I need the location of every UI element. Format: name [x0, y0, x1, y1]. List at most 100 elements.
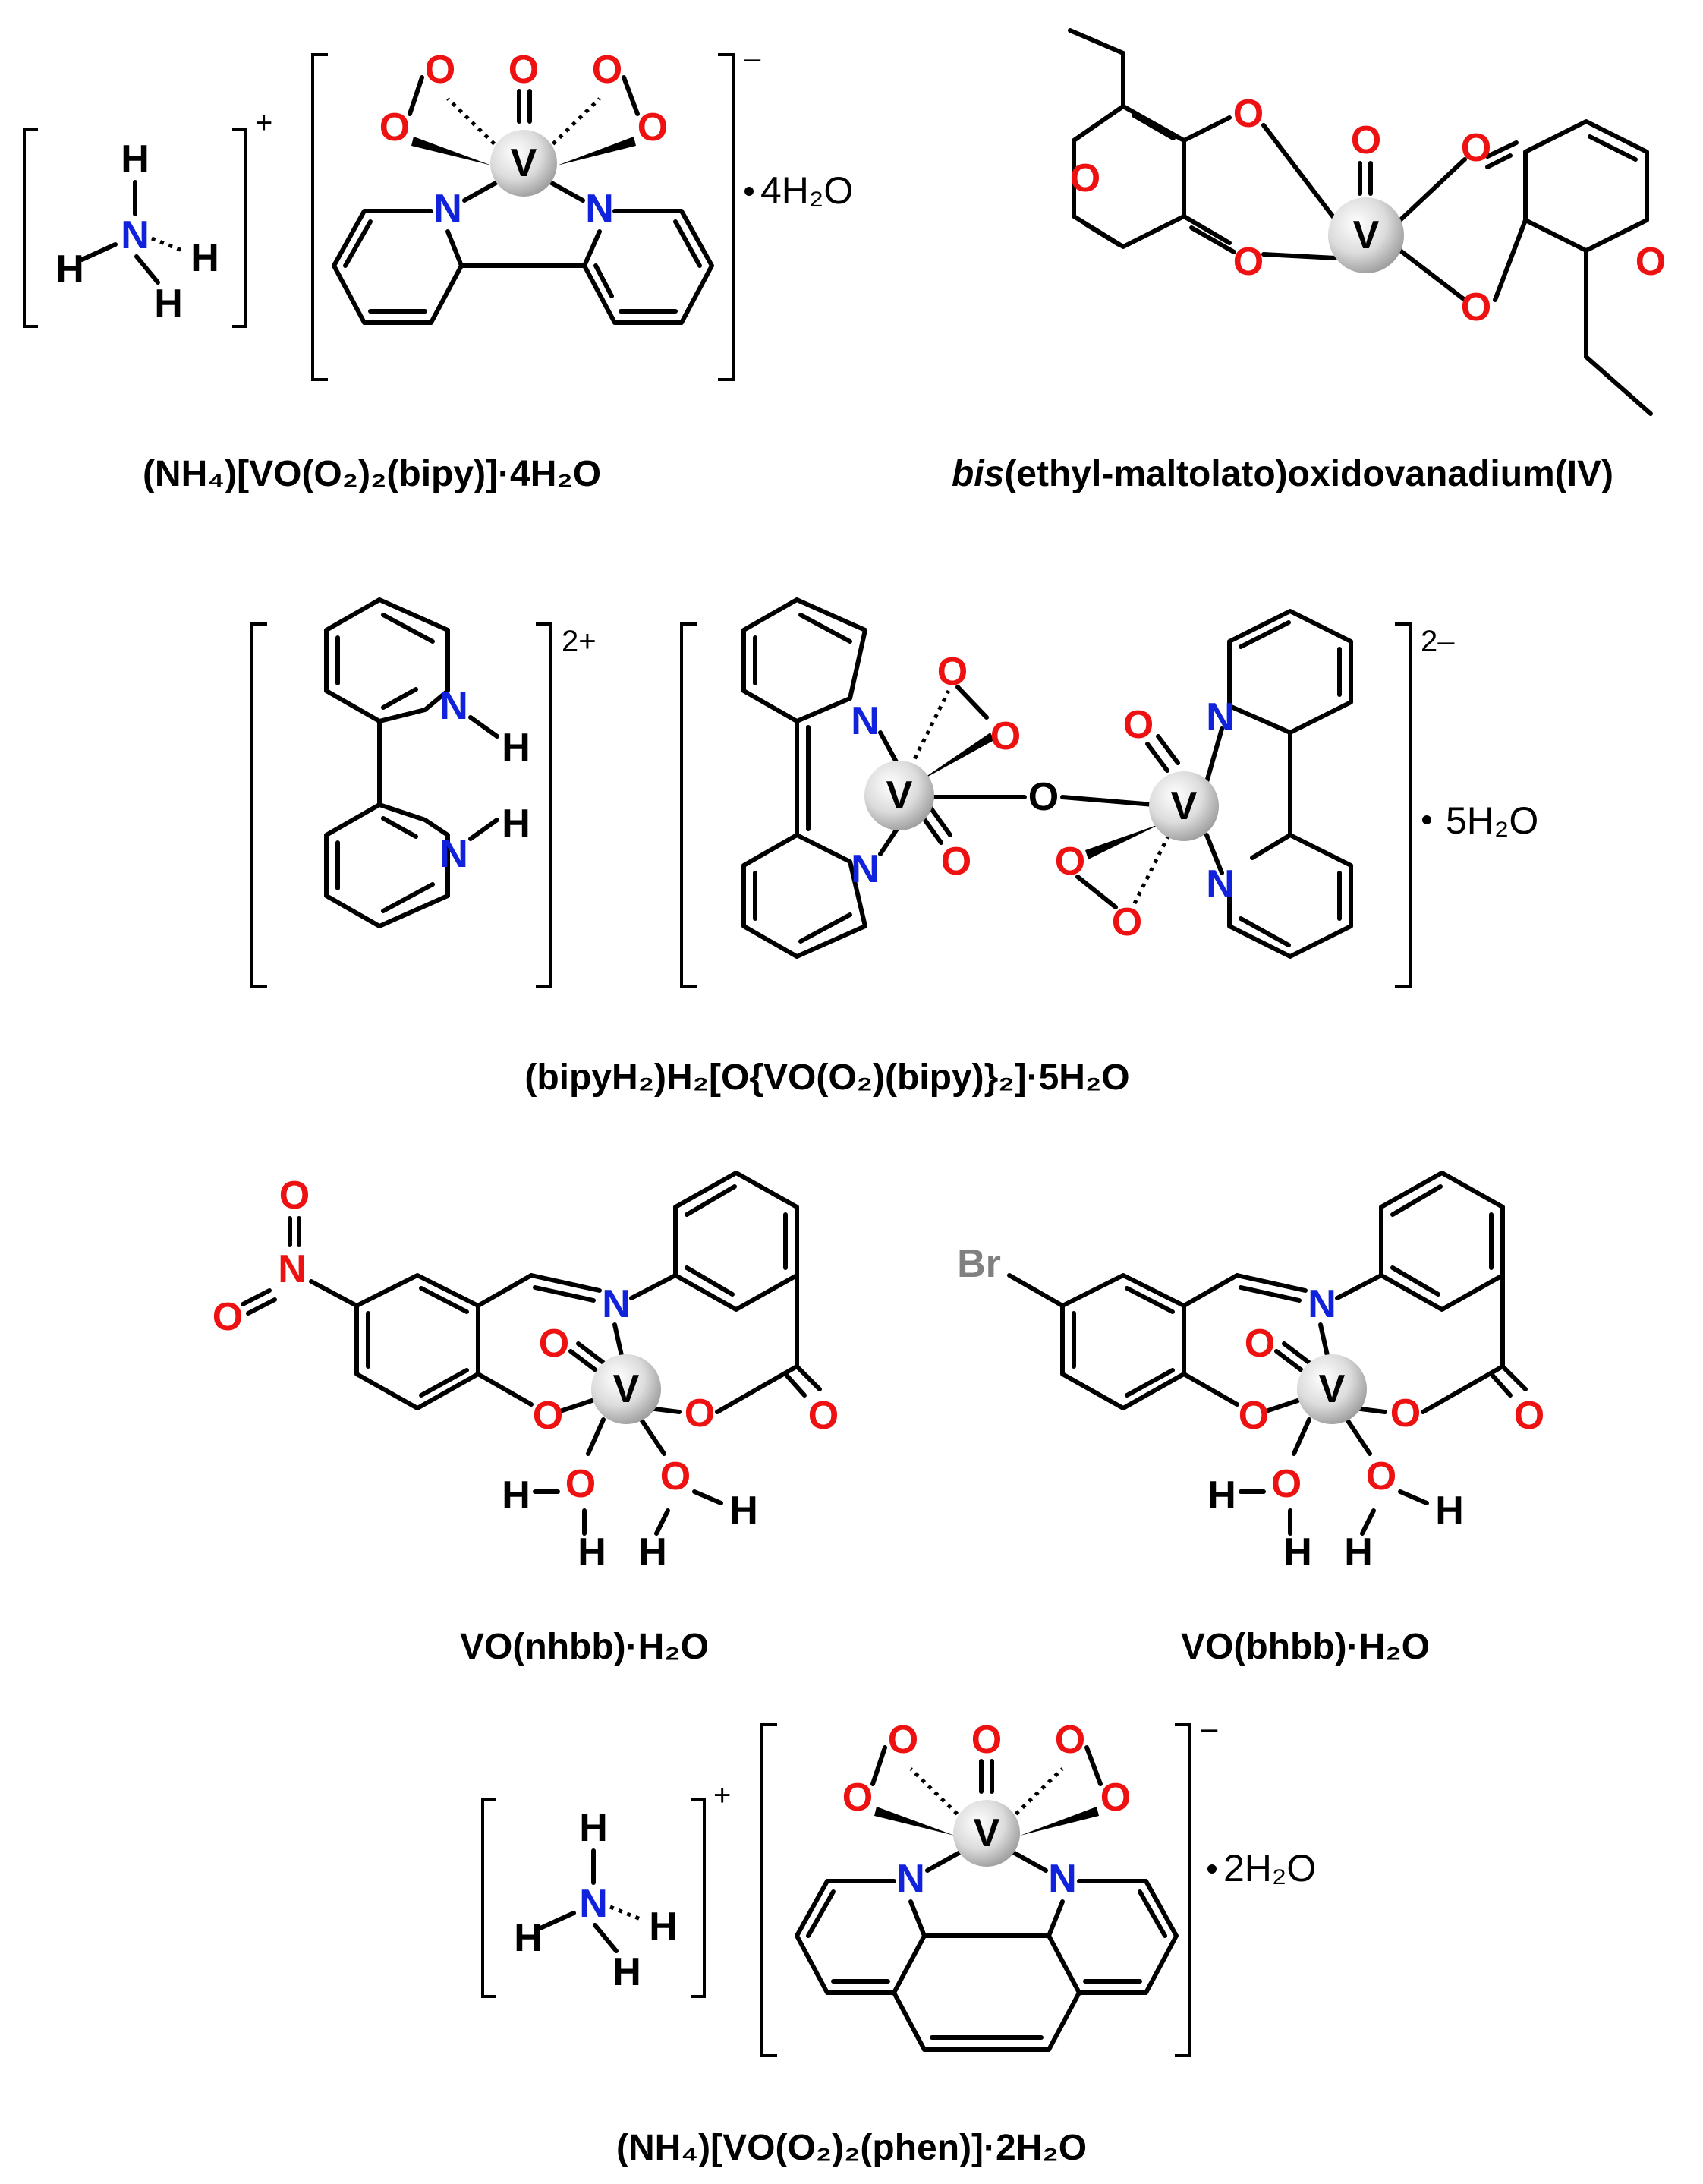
bipy-n: N: [1206, 862, 1235, 906]
peroxo-o: O: [637, 106, 668, 150]
charge-minus: –: [1201, 1712, 1218, 1745]
ammonium-h: H: [190, 236, 219, 280]
peroxo-o: O: [937, 650, 968, 694]
ligand-o: O: [1233, 240, 1264, 284]
vanadium-label: V: [511, 141, 537, 185]
caption-2: bis(ethyl-maltolato)oxidovanadium(IV): [952, 454, 1613, 494]
bipy-n: N: [851, 847, 880, 891]
water-o: O: [660, 1454, 691, 1499]
ammonium-h: H: [121, 137, 150, 181]
caption-3: (bipyH₂)H₂[O{VO(O₂)(bipy)}₂]·5H₂O: [524, 1057, 1129, 1098]
bipy-n: N: [1206, 695, 1235, 739]
water-h: H: [1435, 1489, 1464, 1533]
caption-4: VO(nhbb)·H₂O: [460, 1627, 709, 1667]
peroxo-o: O: [1112, 900, 1142, 944]
vanadium-label: V: [613, 1367, 640, 1411]
oxo-o: O: [539, 1322, 569, 1366]
oxo-o: O: [1123, 703, 1154, 747]
peroxo-o: O: [990, 714, 1021, 758]
peroxo-o: O: [888, 1718, 918, 1762]
charge-2minus: 2–: [1421, 625, 1455, 658]
phenolate-o: O: [533, 1394, 563, 1438]
bipyh2-n: N: [439, 684, 468, 728]
carboxylate-o: O: [685, 1391, 715, 1436]
peroxo-o: O: [1055, 840, 1085, 884]
structure-bipyH2-dimer: 2+ N N H H 2–: [250, 597, 1538, 988]
oxo-o: O: [1351, 118, 1381, 162]
oxo-o: O: [971, 1718, 1002, 1762]
oxo-o: O: [1245, 1322, 1275, 1366]
vanadium-atom: [1328, 197, 1404, 273]
charge-plus: +: [713, 1779, 731, 1812]
vanadium-atom: [1297, 1354, 1367, 1424]
vanadium-atom: [490, 130, 557, 197]
ligand-o: O: [1461, 285, 1491, 329]
bipy-n: N: [433, 187, 462, 231]
bipyh2-h: H: [502, 726, 530, 770]
bipy-n: N: [851, 699, 880, 743]
water-count: 4H₂O: [760, 169, 853, 212]
structure-bis-ethyl-maltolato: O O O O O O O V: [1068, 28, 1666, 416]
nitro-o: O: [212, 1295, 243, 1339]
phen-n: N: [1048, 1857, 1077, 1901]
bipyh2-n: N: [439, 832, 468, 876]
water-h: H: [729, 1489, 758, 1533]
water-h: H: [1283, 1530, 1312, 1574]
phenolate-o: O: [1239, 1394, 1269, 1438]
structure-nh4-vo-o2-2-phen: + H N H H H – O O O: [481, 1712, 1316, 2057]
structure-nh4-vo-o2-2-bipy: + H N H H H – O O: [23, 42, 853, 381]
water-h: H: [1344, 1530, 1373, 1574]
ligand-o: O: [1233, 92, 1264, 136]
vanadium-label: V: [886, 774, 913, 818]
ring-o: O: [1070, 156, 1100, 200]
water-o: O: [1271, 1462, 1302, 1506]
imine-n: N: [1308, 1282, 1336, 1326]
ammonium-h: H: [579, 1806, 608, 1850]
vanadium-atom: [953, 1800, 1020, 1867]
peroxo-o: O: [1100, 1776, 1131, 1820]
carboxylate-o: O: [1390, 1391, 1421, 1436]
caption-2-rest: (ethyl-maltolato)oxidovanadium(IV): [1004, 454, 1613, 494]
peroxo-o: O: [425, 48, 455, 92]
nitro-o: O: [279, 1174, 310, 1218]
ammonium-h: H: [514, 1916, 543, 1960]
water-h: H: [1207, 1473, 1236, 1517]
caption-5: VO(bhbb)·H₂O: [1181, 1627, 1430, 1667]
ligand-o: O: [1461, 126, 1491, 170]
water-o: O: [565, 1462, 596, 1506]
structure-vo-bhbb: Br N O O O O O O H H H H V: [957, 1171, 1544, 1574]
bipyh2-h: H: [502, 802, 530, 846]
caption-6: (NH₄)[VO(O₂)₂(phen)]·2H₂O: [616, 2128, 1087, 2168]
vanadium-label: V: [1353, 213, 1380, 257]
water-h: H: [638, 1530, 667, 1574]
bipy-n: N: [585, 187, 614, 231]
water-o: O: [1366, 1454, 1396, 1499]
ring-o: O: [1635, 240, 1666, 284]
peroxo-o: O: [1055, 1718, 1085, 1762]
ammonium-h: H: [55, 247, 84, 292]
charge-plus: +: [255, 106, 272, 140]
bridging-o: O: [1028, 775, 1059, 819]
peroxo-o: O: [842, 1776, 873, 1820]
imine-n: N: [602, 1282, 631, 1326]
vanadium-atom: [864, 761, 934, 830]
peroxo-o: O: [592, 48, 622, 92]
ammonium-h: H: [154, 282, 183, 326]
water-h: H: [578, 1530, 606, 1574]
oxo-o: O: [508, 48, 539, 92]
caption-1: (NH₄)[VO(O₂)₂(bipy)]·4H₂O: [143, 454, 601, 494]
oxo-o: O: [941, 840, 971, 884]
water-count: 2H₂O: [1223, 1847, 1316, 1889]
carbonyl-o: O: [1514, 1394, 1544, 1438]
ammonium-h: H: [649, 1905, 678, 1949]
peroxo-o: O: [379, 106, 410, 150]
bromine: Br: [957, 1242, 1001, 1286]
water-h: H: [502, 1473, 530, 1517]
charge-2plus: 2+: [562, 625, 597, 658]
vanadium-label: V: [974, 1811, 1000, 1855]
ammonium-h: H: [612, 1950, 641, 1994]
carbonyl-o: O: [808, 1394, 839, 1438]
nitro-n: N: [278, 1247, 307, 1291]
ammonium-n: N: [579, 1882, 608, 1926]
